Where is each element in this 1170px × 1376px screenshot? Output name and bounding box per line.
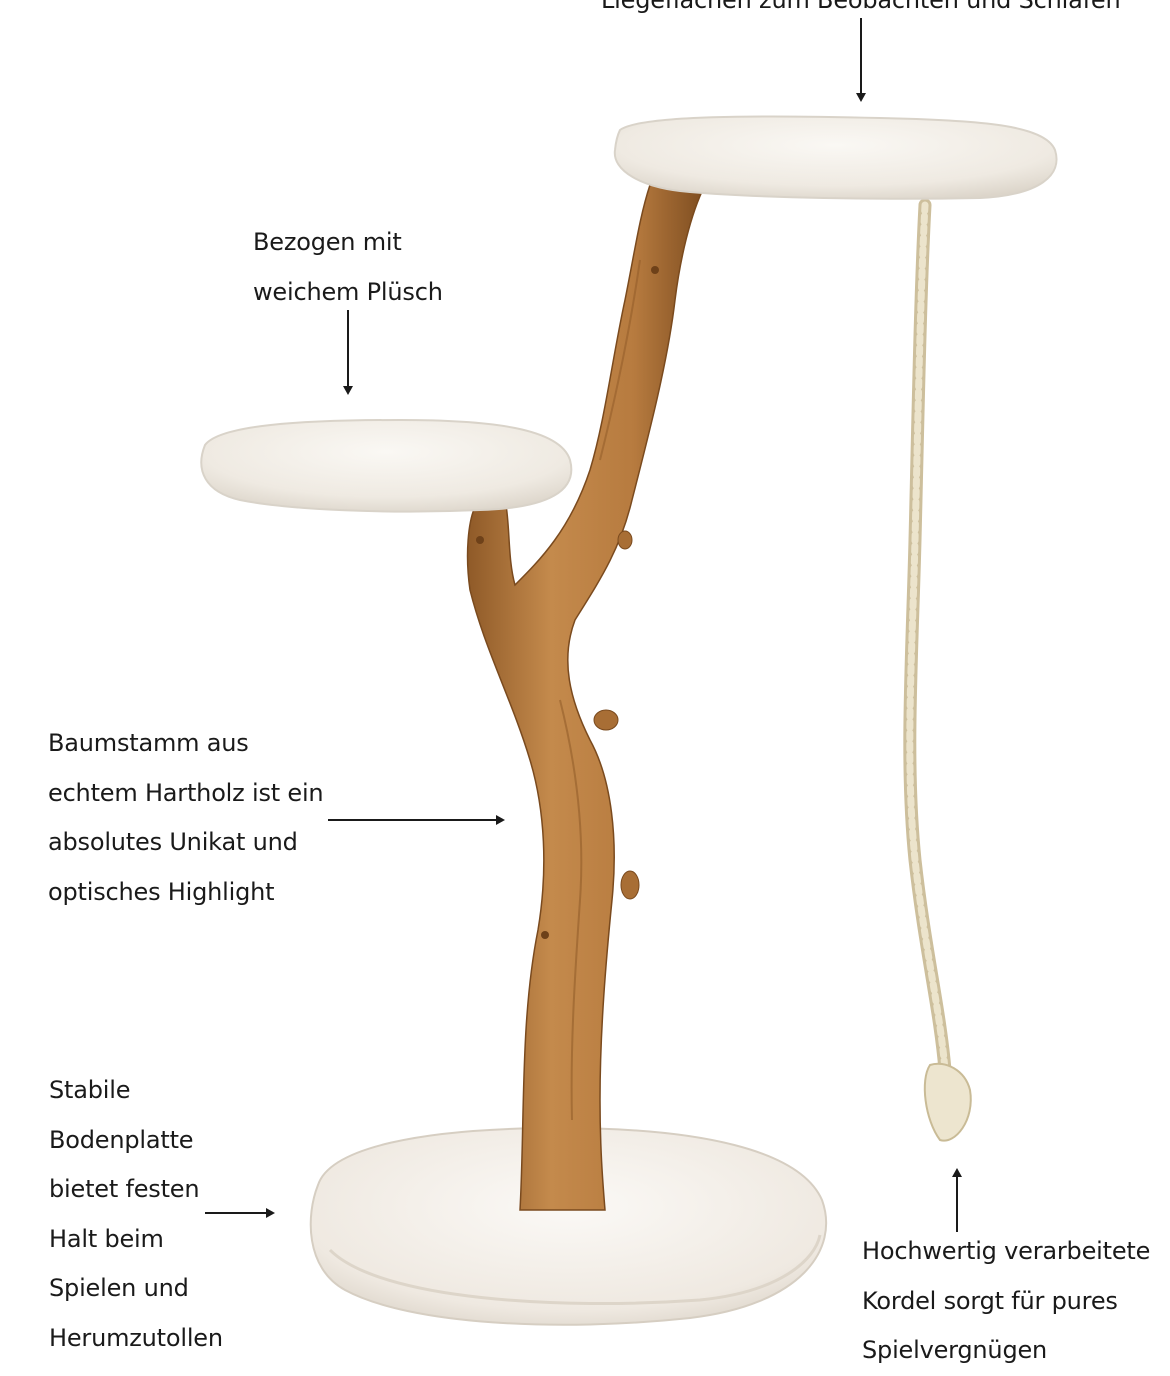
caption-line: optisches Highlight	[48, 877, 275, 906]
caption-line: Baumstamm aus	[48, 729, 249, 757]
caption-rope: Hochwertig verarbeitete Kordel sorgt für…	[862, 1227, 1150, 1376]
tree-trunk	[466, 184, 707, 1211]
caption-line: Halt beim	[49, 1224, 164, 1253]
caption-line: Bodenplatte	[49, 1125, 194, 1154]
base-plate	[309, 1126, 828, 1326]
caption-line: echtem Hartholz ist ein	[48, 778, 324, 807]
caption-trunk: Baumstamm aus echtem Hartholz ist ein ab…	[48, 719, 324, 917]
caption-line: bietet festen	[49, 1175, 200, 1203]
caption-line: Spielen und	[49, 1274, 189, 1302]
top-platform	[613, 115, 1058, 200]
caption-base-plate: Stabile Bodenplatte bietet festen Halt b…	[49, 1066, 223, 1363]
caption-line: Bezogen mit	[253, 228, 402, 256]
caption-line: Spielvergnügen	[862, 1336, 1048, 1364]
caption-line: absolutes Unikat und	[48, 828, 298, 856]
caption-line: Liegeflächen zum Beobachten und Schlafen	[601, 0, 1121, 14]
caption-platforms: Liegeflächen zum Beobachten und Schlafen	[601, 0, 1121, 26]
caption-line: Hochwertig verarbeitete	[862, 1237, 1151, 1265]
sisal-rope	[903, 198, 972, 1142]
middle-platform	[200, 418, 573, 513]
caption-line: Stabile	[49, 1076, 131, 1104]
caption-line: weichem Plüsch	[253, 277, 443, 306]
caption-line: Kordel sorgt für pures	[862, 1286, 1118, 1315]
caption-plush: Bezogen mit weichem Plüsch	[253, 218, 443, 317]
caption-line: Herumzutollen	[49, 1323, 223, 1352]
